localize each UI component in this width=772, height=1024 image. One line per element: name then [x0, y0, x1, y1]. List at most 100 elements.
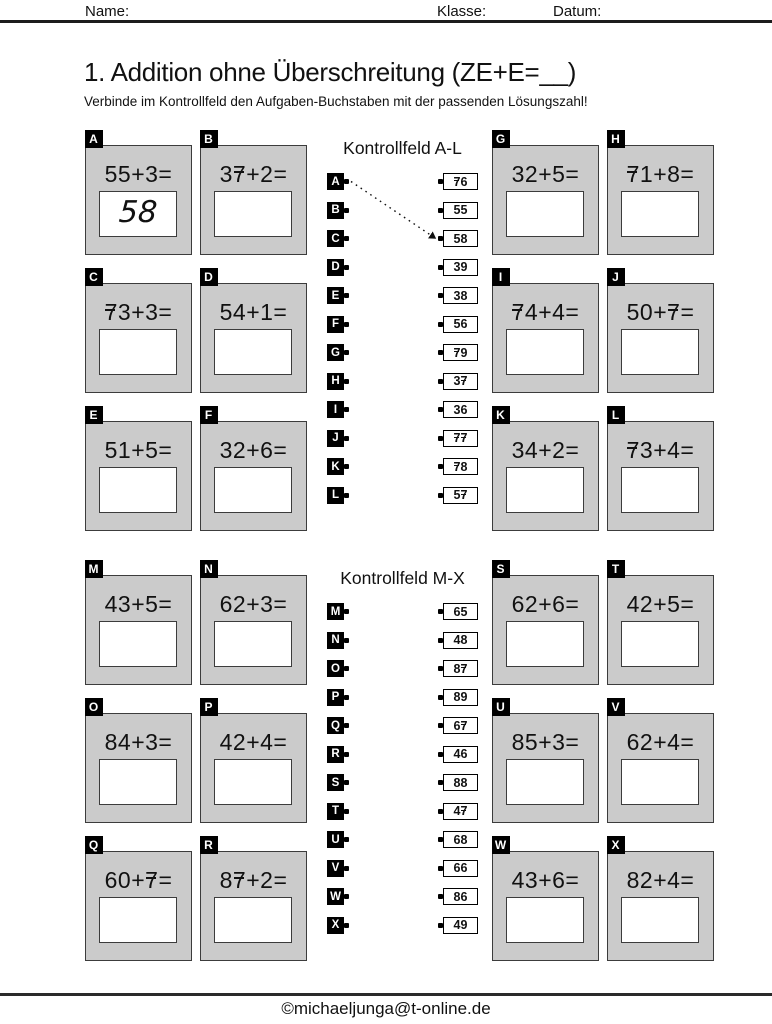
- answer-box[interactable]: [621, 467, 699, 513]
- kontrollfeld-number[interactable]: 87: [438, 660, 478, 677]
- kontrollfeld-letter[interactable]: N: [327, 631, 349, 649]
- kontrollfeld-number[interactable]: 55: [438, 201, 478, 219]
- card-letter-tab: H: [606, 130, 625, 148]
- kf-number-value: 58: [453, 231, 468, 246]
- kontrollfeld-number[interactable]: 49: [438, 916, 478, 934]
- kontrollfeld-letter[interactable]: D: [327, 258, 349, 276]
- answer-box[interactable]: [99, 759, 177, 805]
- task-card: S 62+6=: [491, 560, 599, 685]
- answer-box[interactable]: [621, 191, 699, 237]
- kontrollfeld-letter[interactable]: A: [327, 173, 349, 190]
- answer-box[interactable]: [99, 621, 177, 667]
- kf-number-value: 67: [453, 718, 468, 733]
- task-card: X 82+4=: [606, 836, 714, 961]
- answer-box[interactable]: [506, 191, 584, 237]
- kontrollfeld-letter[interactable]: F: [327, 315, 349, 333]
- answer-box[interactable]: [99, 897, 177, 943]
- kontrollfeld-number[interactable]: 48: [438, 631, 478, 649]
- answer-box[interactable]: [99, 329, 177, 375]
- answer-box[interactable]: [214, 467, 292, 513]
- answer-box[interactable]: [214, 897, 292, 943]
- kf-number-value: 87: [453, 661, 468, 676]
- kontrollfeld-letter[interactable]: L: [327, 486, 349, 504]
- kontrollfeld-number[interactable]: 86: [438, 888, 478, 905]
- kontrollfeld-number[interactable]: 38: [438, 287, 478, 304]
- kontrollfeld-number[interactable]: 58: [438, 230, 478, 247]
- kontrollfeld-number[interactable]: 89: [438, 688, 478, 706]
- answer-box[interactable]: [621, 329, 699, 375]
- kontrollfeld-number[interactable]: 67: [438, 717, 478, 734]
- card-problem: 60+7=: [104, 867, 173, 893]
- kf-number-value: 55: [453, 203, 468, 217]
- kontrollfeld-letter[interactable]: T: [327, 802, 349, 820]
- card-letter-tab: T: [606, 560, 625, 578]
- kontrollfeld-letter[interactable]: O: [327, 660, 349, 677]
- task-card: D 54+1=: [199, 268, 307, 393]
- kontrollfeld-number[interactable]: 57: [438, 486, 478, 504]
- kontrollfeld-number[interactable]: 36: [438, 401, 478, 418]
- kontrollfeld-letter[interactable]: H: [327, 372, 349, 390]
- answer-box[interactable]: [214, 191, 292, 237]
- kontrollfeld-letter[interactable]: M: [327, 603, 349, 620]
- kontrollfeld-number[interactable]: 88: [438, 774, 478, 791]
- kontrollfeld-number[interactable]: 65: [438, 603, 478, 620]
- kontrollfeld-letter[interactable]: I: [327, 401, 349, 418]
- kontrollfeld-letter[interactable]: B: [327, 201, 349, 219]
- kontrollfeld-letter[interactable]: G: [327, 344, 349, 361]
- answer-box[interactable]: [214, 621, 292, 667]
- kf-letter-label: D: [331, 261, 340, 273]
- kf-letter-label: P: [331, 691, 340, 703]
- kontrollfeld-number[interactable]: 46: [438, 745, 478, 763]
- answer-box[interactable]: [506, 897, 584, 943]
- kontrollfeld-number[interactable]: 79: [438, 344, 478, 361]
- header-rule: [0, 20, 772, 23]
- kf-letter-label: O: [331, 662, 340, 675]
- kf-number-value: 66: [453, 861, 468, 875]
- answer-box[interactable]: [621, 621, 699, 667]
- task-card: E 51+5=: [84, 406, 192, 531]
- answer-box[interactable]: [506, 467, 584, 513]
- task-card: O 84+3=: [84, 698, 192, 823]
- kontrollfeld-letter[interactable]: C: [327, 230, 349, 247]
- kontrollfeld-number[interactable]: 68: [438, 831, 478, 848]
- kontrollfeld-letter[interactable]: W: [327, 888, 349, 905]
- card-letter-tab: A: [84, 130, 103, 148]
- kontrollfeld-letter[interactable]: V: [327, 859, 349, 877]
- kontrollfeld-letter[interactable]: S: [327, 774, 349, 791]
- answer-box[interactable]: [621, 897, 699, 943]
- answer-box[interactable]: [506, 621, 584, 667]
- kontrollfeld-number[interactable]: 66: [438, 859, 478, 877]
- answer-box[interactable]: [214, 329, 292, 375]
- kontrollfeld-letter[interactable]: X: [327, 916, 349, 934]
- kontrollfeld-letter[interactable]: U: [327, 831, 349, 848]
- card-problem: 84+3=: [104, 729, 173, 755]
- kf-letter-label: R: [331, 748, 340, 760]
- answer-box[interactable]: [506, 759, 584, 805]
- task-card: C 73+3=: [84, 268, 192, 393]
- kontrollfeld-letter[interactable]: J: [327, 429, 349, 447]
- answer-box[interactable]: 58: [99, 191, 177, 237]
- kontrollfeld-number[interactable]: 77: [438, 429, 478, 447]
- kontrollfeld-letter[interactable]: P: [327, 688, 349, 706]
- card-problem: 37+2=: [219, 161, 288, 187]
- kontrollfeld-number[interactable]: 47: [438, 802, 478, 820]
- kontrollfeld-number[interactable]: 78: [438, 458, 478, 475]
- kontrollfeld-number[interactable]: 39: [438, 258, 478, 276]
- kf-number-value: 38: [453, 288, 468, 303]
- kontrollfeld-letter[interactable]: R: [327, 745, 349, 763]
- card-problem: 51+5=: [104, 437, 173, 463]
- kontrollfeld-letter[interactable]: E: [327, 287, 349, 304]
- answer-box[interactable]: [99, 467, 177, 513]
- card-letter-tab: F: [199, 406, 218, 424]
- kontrollfeld-number[interactable]: 76: [438, 173, 478, 190]
- kontrollfeld-letter[interactable]: K: [327, 458, 349, 475]
- answer-box[interactable]: [506, 329, 584, 375]
- answer-box[interactable]: [214, 759, 292, 805]
- kontrollfeld-letter[interactable]: Q: [327, 717, 349, 734]
- kontrollfeld-number[interactable]: 56: [438, 315, 478, 333]
- kontrollfeld-number[interactable]: 37: [438, 372, 478, 390]
- card-problem: 62+3=: [219, 591, 288, 617]
- card-letter-tab: P: [199, 698, 218, 716]
- answer-box[interactable]: [621, 759, 699, 805]
